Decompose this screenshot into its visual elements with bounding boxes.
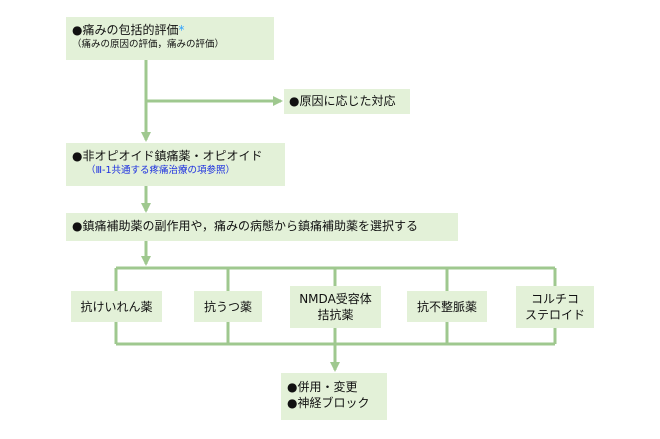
- adjuvant-selection-label: ●鎮痛補助薬の副作用や，痛みの病態から鎮痛補助薬を選択する: [72, 219, 418, 233]
- cause-response-label: ●原因に応じた対応: [289, 94, 396, 108]
- cause-response-box: ●原因に応じた対応: [284, 89, 410, 114]
- drug-label-antiarrhythmic: 抗不整脈薬: [416, 299, 477, 314]
- assessment-box: ●痛みの包括的評価* （痛みの原因の評価，痛みの評価）: [66, 17, 274, 60]
- drug-box-antidepressant: 抗うつ薬: [194, 291, 262, 322]
- drug-label-nmda-line2: 拮抗薬: [317, 308, 354, 322]
- drug-label-nmda-line1: NMDA受容体: [299, 292, 372, 306]
- assessment-title-row: ●痛みの包括的評価*: [72, 22, 274, 38]
- drug-label-corticosteroid-line2: ステロイド: [524, 308, 585, 322]
- final-line-nerve-block: ●神経ブロック: [287, 396, 370, 410]
- drug-box-nmda-antagonist: NMDA受容体 拮抗薬: [290, 286, 381, 328]
- analgesics-box: ●非オピオイド鎮痛薬・オピオイド （Ⅲ-1共通する疼痛治療の項参照）: [66, 143, 285, 186]
- final-box: ●併用・変更 ●神経ブロック: [281, 373, 387, 420]
- analgesics-subtitle: （Ⅲ-1共通する疼痛治療の項参照）: [86, 165, 236, 176]
- assessment-title: ●痛みの包括的評価: [72, 23, 179, 37]
- final-line-combination: ●併用・変更: [287, 380, 358, 394]
- asterisk-mark: *: [178, 23, 185, 37]
- adjuvant-selection-box: ●鎮痛補助薬の副作用や，痛みの病態から鎮痛補助薬を選択する: [66, 213, 458, 241]
- analgesics-title: ●非オピオイド鎮痛薬・オピオイド: [72, 149, 263, 163]
- drug-label-corticosteroid-line1: コルチコ: [530, 292, 579, 306]
- drug-label-antidepressant: 抗うつ薬: [203, 299, 252, 314]
- drug-box-corticosteroid: コルチコ ステロイド: [516, 286, 594, 328]
- drug-label-anticonvulsant: 抗けいれん薬: [80, 299, 153, 314]
- drug-box-antiarrhythmic: 抗不整脈薬: [407, 291, 487, 322]
- drug-box-anticonvulsant: 抗けいれん薬: [71, 291, 162, 322]
- assessment-subtitle: （痛みの原因の評価，痛みの評価）: [72, 39, 225, 50]
